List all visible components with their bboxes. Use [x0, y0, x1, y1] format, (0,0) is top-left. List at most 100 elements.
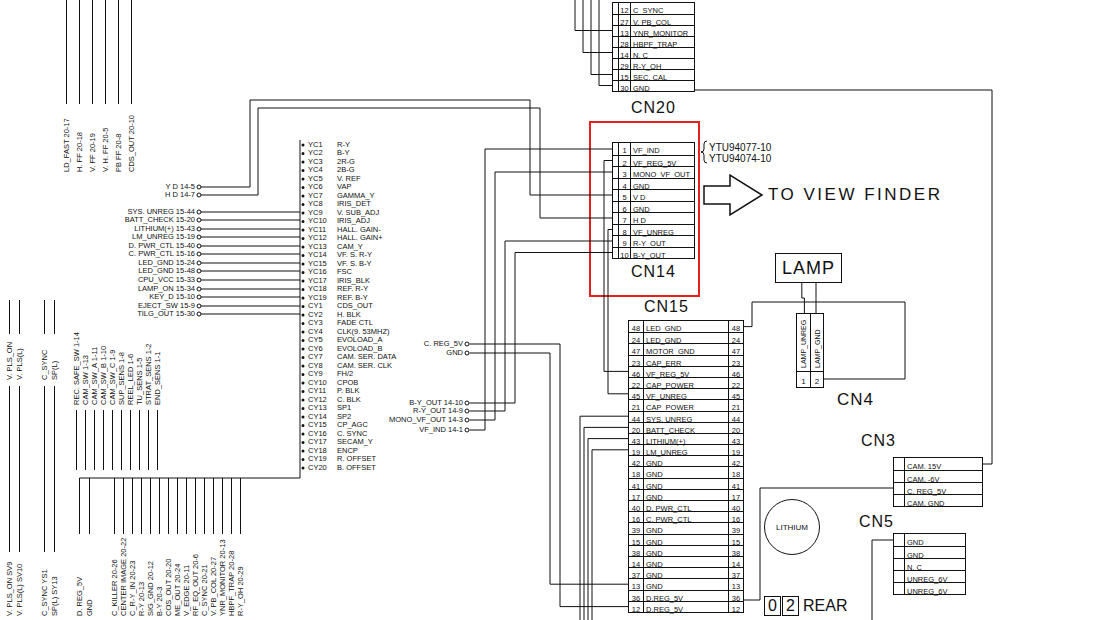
signal-name: HALL. GAIN+: [337, 234, 383, 243]
wire: [470, 344, 629, 607]
pin-number-cell: 36: [629, 591, 643, 601]
signal-name: V. REF: [337, 175, 360, 184]
pin-number-cell: 41: [629, 479, 643, 489]
signal-name: ENCP: [337, 447, 358, 456]
pin-name-cell: HBPF_TRAP: [630, 37, 694, 47]
signal-name: CAM. -6V: [907, 475, 940, 484]
pin-number: 18: [732, 470, 740, 479]
pin-name-cell: GND: [643, 557, 728, 567]
pin-row: 27V. PB_COL: [613, 14, 694, 25]
connector-name: CN5: [859, 513, 894, 531]
signal-name: C. REG_5V: [907, 487, 946, 496]
terminal: [197, 252, 201, 256]
signal-name: GND: [633, 84, 650, 93]
pin-number-cell: 28: [618, 37, 630, 47]
signal-name: GND: [646, 582, 663, 591]
pin-code: CY2: [308, 311, 323, 320]
connector-table: 1VF_IND2VF_REG_5V3MONO_VF_OUT4GND5V D6GN…: [612, 142, 695, 259]
pin-number: 45: [632, 392, 640, 401]
pin-number-cell: 38: [629, 546, 643, 556]
destination-note: TO VIEW FINDER: [768, 185, 942, 205]
pin-number: 28: [620, 40, 628, 49]
signal-name: FADE CTL: [337, 319, 373, 328]
pin-number: 30: [620, 84, 628, 93]
pin-number: 44: [632, 415, 640, 424]
pin-number: 4: [622, 182, 626, 191]
pin-number: 20: [632, 426, 640, 435]
pin-number-cell: 16: [629, 512, 643, 522]
signal-name: D. REG_5V: [75, 577, 84, 616]
pin-name-cell: BATT_CHECK: [643, 423, 728, 433]
signal-name: GND: [646, 526, 663, 535]
signal-name: LITHIUM(+): [646, 437, 685, 446]
signal-name: TU_SENS 1-5: [135, 357, 144, 405]
pin-number: 16: [632, 515, 640, 524]
wire: [575, 0, 612, 86]
signal-name: H D: [633, 216, 646, 225]
pin-name-cell: VF_UNREG: [630, 225, 694, 236]
signal-name: GND: [633, 205, 650, 214]
signal-name: CAM. SER. DATA: [337, 353, 396, 362]
signal-name: R-Y_OUT: [633, 239, 666, 248]
pin-name-cell: N. C: [904, 559, 965, 570]
pin-code: YC2: [308, 149, 323, 158]
pin-name-cell: GND: [630, 81, 694, 91]
wire: [80, 478, 241, 534]
signal-name: YNR_MONITOR 20-13: [218, 539, 227, 616]
terminal: [197, 185, 201, 189]
pin-number-cell: 43: [629, 434, 643, 444]
signal-name: R-Y 20-13: [137, 582, 146, 616]
pin-number: 36: [632, 594, 640, 603]
pin-name-cell: VF_REG_5V: [630, 156, 694, 167]
pin-code: YC11: [308, 226, 326, 235]
signal-name: GND: [633, 182, 650, 191]
signal-name: REF. R-Y: [337, 285, 368, 294]
pin-number: 46: [632, 370, 640, 379]
pin-row: N. C: [894, 558, 965, 570]
board-side: REAR: [803, 597, 847, 615]
wire: [580, 416, 628, 620]
pin-number-cell: 46: [629, 367, 643, 377]
pin-row: 6GND: [613, 201, 694, 213]
pin-number: 42: [632, 459, 640, 468]
pin-number-cell: 7: [618, 213, 630, 224]
signal-name: LED_GND: [646, 324, 681, 333]
signal-name: FSC: [337, 268, 352, 277]
pin-number-cell: 30: [618, 81, 630, 91]
pin-name-cell: GND: [904, 547, 965, 558]
signal-name: CENTER IMAGE 20-22: [119, 538, 128, 616]
signal-name: C_R-Y_IN 20-23: [128, 561, 137, 616]
pin-number-cell: 17: [728, 490, 743, 500]
pin-number: 47: [732, 347, 740, 356]
pin-number: 48: [732, 324, 740, 333]
pin-number-cell: 42: [728, 456, 743, 466]
signal-name: R-Y: [337, 141, 350, 150]
signal-name: V. PLS(L): [15, 348, 24, 380]
pin-number: 14: [620, 51, 628, 60]
signal-name: ME_OUT 20-24: [173, 564, 182, 616]
pin-number: 17: [632, 493, 640, 502]
pin-name-cell: GND: [643, 535, 728, 545]
signal-name: GND: [646, 560, 663, 569]
signal-name: C. SYNC: [337, 430, 367, 439]
pin-number: 21: [632, 403, 640, 412]
pin-name-cell: CAM. -6V: [904, 471, 982, 482]
pin-name-cell: GND: [643, 579, 728, 589]
pin-number: 17: [732, 493, 740, 502]
pin-number-cell: 22: [629, 378, 643, 388]
pin-number: 41: [632, 482, 640, 491]
pin-number: 47: [632, 347, 640, 356]
pin-number: 3: [622, 170, 626, 179]
pin-row: CAM. -6V: [894, 470, 982, 482]
pin-name-cell: D. PWR_CTL: [643, 501, 728, 511]
pin-name-cell: LM_UNREG: [643, 445, 728, 455]
pin-name-cell: D.REG_5V: [643, 602, 728, 612]
pin-code: CY8: [308, 362, 323, 371]
pin-number: 40: [732, 504, 740, 513]
terminal: [197, 287, 201, 291]
signal-name: BATT_CHECK 15-20: [125, 216, 195, 225]
signal-name: V_EDGE 20-11: [182, 565, 191, 616]
pin-code: CY13: [308, 404, 327, 413]
pin-number: 23: [732, 359, 740, 368]
